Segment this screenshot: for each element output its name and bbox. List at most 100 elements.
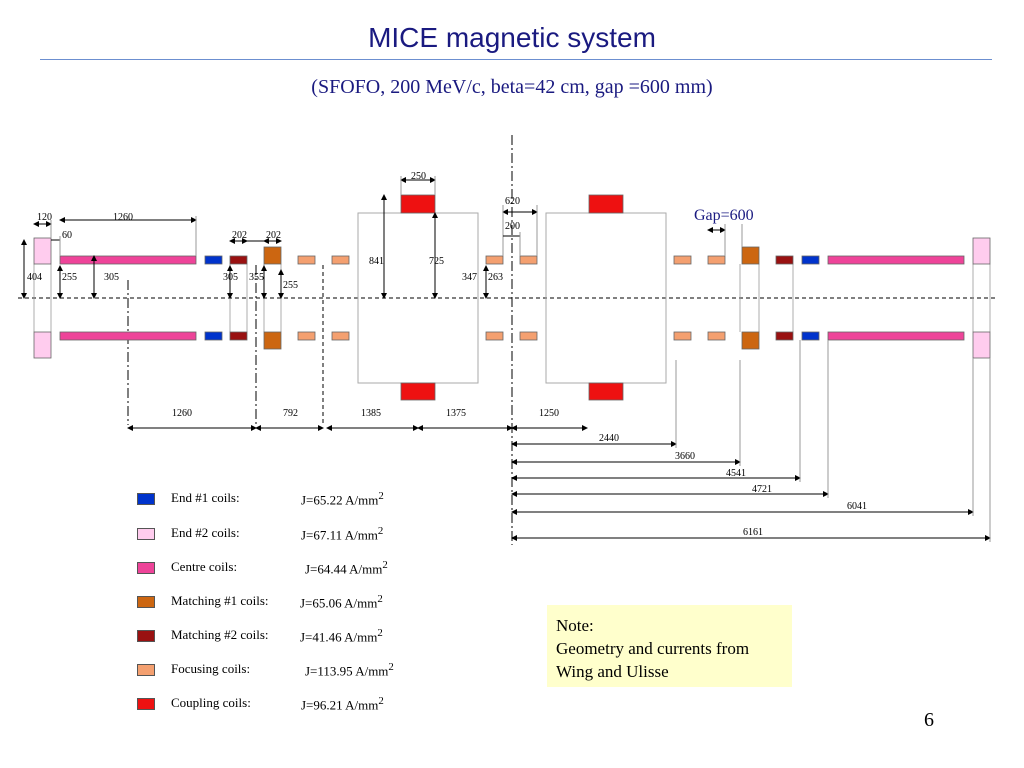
focus-coil <box>519 331 538 341</box>
match2-coil <box>229 331 248 341</box>
dim-label: 6161 <box>743 527 763 538</box>
legend-swatch <box>137 562 155 574</box>
match2-coil <box>775 331 794 341</box>
dim-label: 120 <box>37 212 52 223</box>
match2-coil <box>775 255 794 265</box>
slide-subtitle: (SFOFO, 200 MeV/c, beta=42 cm, gap =600 … <box>311 76 713 98</box>
magnet-layout-diagram: 120 1260 60 250 620 200 202 202 404 255 … <box>18 135 998 545</box>
legend-name: Matching #2 coils: <box>171 627 269 642</box>
legend-swatch <box>137 698 155 710</box>
end2-coil <box>33 331 52 359</box>
legend-name: Centre coils: <box>171 559 238 574</box>
legend-current: J=64.44 A/mm2 <box>305 559 388 577</box>
legend-swatch <box>137 596 155 608</box>
dim-label: 355 <box>249 272 264 283</box>
coupling-coil <box>588 382 624 401</box>
focus-coil <box>673 331 692 341</box>
legend-swatch <box>137 528 155 540</box>
dim-label: 841 <box>369 256 384 267</box>
dim-label: 3660 <box>675 451 695 462</box>
note-line: Note: <box>556 616 594 635</box>
dim-label: 1375 <box>446 408 466 419</box>
dim-label: 1250 <box>539 408 559 419</box>
legend-current: J=113.95 A/mm2 <box>305 661 394 679</box>
note-line: Geometry and currents from <box>556 639 750 658</box>
legend-name: Matching #1 coils: <box>171 593 269 608</box>
legend-swatch <box>137 493 155 505</box>
legend-current: J=65.22 A/mm2 <box>301 490 384 508</box>
legend-row-centre: Centre coils: J=64.44 A/mm2 <box>137 559 457 579</box>
legend-row-coupling: Coupling coils: J=96.21 A/mm2 <box>137 695 457 715</box>
coupling-coil <box>400 382 436 401</box>
note-line: Wing and Ulisse <box>556 662 669 681</box>
dim-label: 60 <box>62 230 72 241</box>
focus-coil <box>707 255 726 265</box>
dim-label: 200 <box>505 221 520 232</box>
legend-row-match1: Matching #1 coils: J=65.06 A/mm2 <box>137 593 457 613</box>
end1-coil <box>801 255 820 265</box>
dim-label: 620 <box>505 196 520 207</box>
slide-title: MICE magnetic system <box>368 22 656 53</box>
match1-coil <box>741 331 760 350</box>
end1-coil <box>204 331 223 341</box>
dim-label: 305 <box>223 272 238 283</box>
dim-label: 1385 <box>361 408 381 419</box>
dim-label: 202 <box>266 230 281 241</box>
legend-swatch <box>137 630 155 642</box>
end2-coil <box>972 331 991 359</box>
coupling-coil <box>588 194 624 214</box>
centre-coil <box>59 331 197 341</box>
centre-coil <box>59 255 197 265</box>
end2-coil <box>33 237 52 265</box>
coupling-coil <box>400 194 436 214</box>
legend-row-end2: End #2 coils: J=67.11 A/mm2 <box>137 525 457 545</box>
end1-coil <box>204 255 223 265</box>
focus-coil <box>297 255 316 265</box>
dim-label: 404 <box>27 272 42 283</box>
legend-name: Focusing coils: <box>171 661 251 676</box>
focus-coil <box>673 255 692 265</box>
dim-label: 202 <box>232 230 247 241</box>
legend-name: Coupling coils: <box>171 695 251 710</box>
legend-row-end1: End #1 coils: J=65.22 A/mm2 <box>137 490 457 510</box>
centre-coil <box>827 255 965 265</box>
end1-coil <box>801 331 820 341</box>
focus-coil <box>485 331 504 341</box>
dim-label: 1260 <box>172 408 192 419</box>
dim-label: 792 <box>283 408 298 419</box>
dim-label: 2440 <box>599 433 619 444</box>
focus-coil <box>519 255 538 265</box>
dim-label: 255 <box>283 280 298 291</box>
gap-label: Gap=600 <box>694 207 754 224</box>
focus-coil <box>707 331 726 341</box>
legend-current: J=65.06 A/mm2 <box>300 593 383 611</box>
dim-label: 4721 <box>752 484 772 495</box>
focus-coil <box>331 255 350 265</box>
focus-coil <box>297 331 316 341</box>
legend-current: J=41.46 A/mm2 <box>300 627 383 645</box>
centre-coil <box>827 331 965 341</box>
legend-name: End #1 coils: <box>171 490 240 505</box>
page-number: 6 <box>924 709 934 731</box>
dim-label: 255 <box>62 272 77 283</box>
legend-current: J=96.21 A/mm2 <box>301 695 384 713</box>
dim-label: 347 <box>462 272 477 283</box>
dim-label: 4541 <box>726 468 746 479</box>
focus-coil <box>331 331 350 341</box>
legend-swatch <box>137 664 155 676</box>
note-box: Note: Geometry and currents from Wing an… <box>547 605 792 687</box>
legend-name: End #2 coils: <box>171 525 240 540</box>
legend-row-focus: Focusing coils: J=113.95 A/mm2 <box>137 661 457 681</box>
match2-coil <box>229 255 248 265</box>
match1-coil <box>741 246 760 265</box>
focus-coil <box>485 255 504 265</box>
dim-label: 305 <box>104 272 119 283</box>
match1-coil <box>263 331 282 350</box>
dim-label: 725 <box>429 256 444 267</box>
match1-coil <box>263 246 282 265</box>
dim-label: 250 <box>411 171 426 182</box>
legend-row-match2: Matching #2 coils: J=41.46 A/mm2 <box>137 627 457 647</box>
end2-coil <box>972 237 991 265</box>
dim-label: 263 <box>488 272 503 283</box>
legend-current: J=67.11 A/mm2 <box>301 525 384 543</box>
